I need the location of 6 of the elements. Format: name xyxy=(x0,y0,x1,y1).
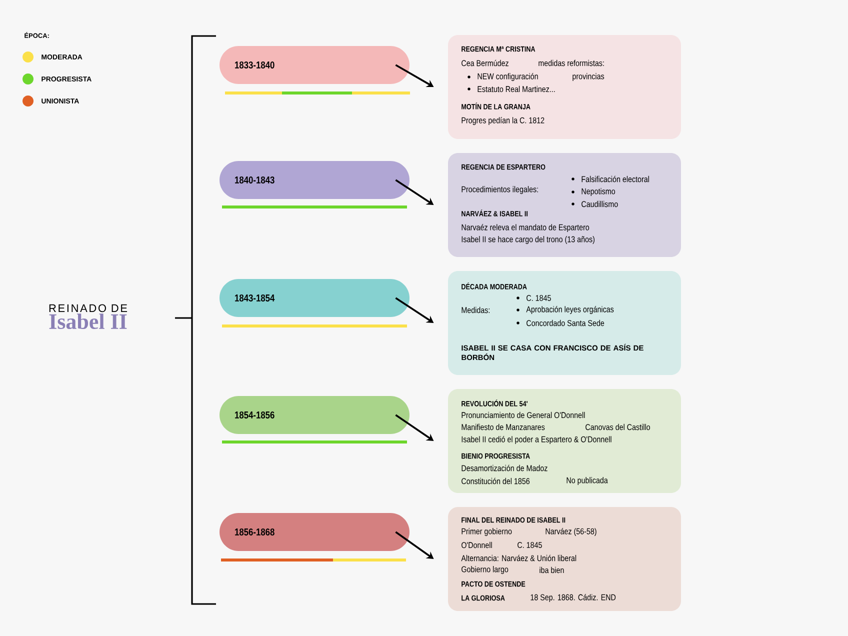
year-pill: 1854-1856 xyxy=(220,396,410,434)
year-pill: 1833-1840 xyxy=(220,46,410,84)
title: REINADO DE Isabel II xyxy=(49,304,128,330)
year-pill: 1843-1854 xyxy=(220,279,410,317)
year-pill: 1856-1868 xyxy=(220,513,410,551)
year-pill: 1840-1843 xyxy=(220,161,410,199)
